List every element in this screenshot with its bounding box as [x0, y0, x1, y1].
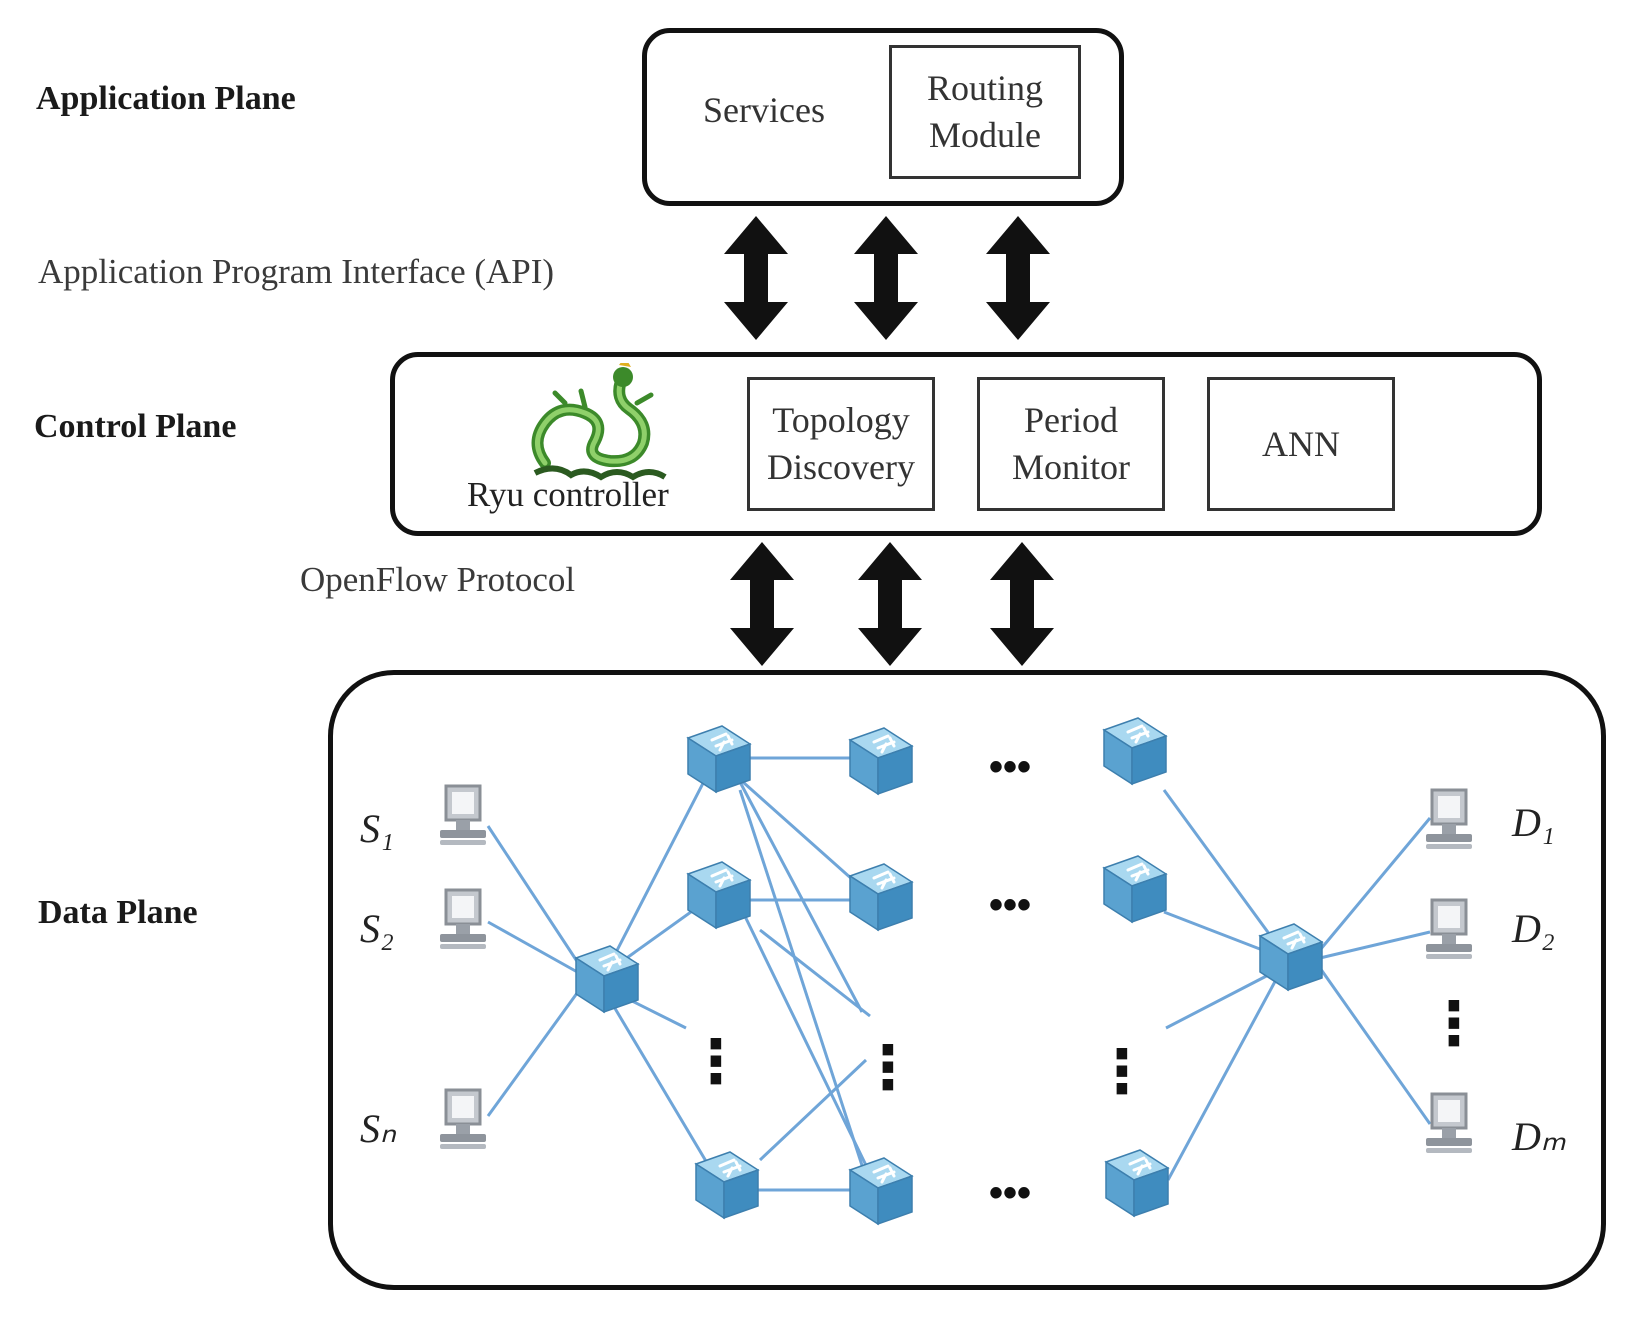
routing-module-line1: Routing [926, 68, 1043, 109]
destination-label-1: D₁ [1511, 800, 1555, 845]
openflow-arrow-3 [990, 542, 1054, 666]
data-plane-box [328, 670, 1606, 1290]
monitor-line1: Period [1023, 400, 1118, 441]
period-monitor-box: Period Monitor [977, 377, 1165, 511]
api-arrow-2 [854, 216, 918, 340]
ann-label: ANN [1262, 423, 1340, 464]
api-label: Application Program Interface (API) [38, 252, 555, 291]
link [1166, 975, 1280, 1181]
topology-line1: Topology [772, 400, 910, 441]
link [1318, 967, 1432, 1125]
switch-icon [848, 1156, 914, 1226]
links-group [486, 756, 1432, 1192]
topology-line2: Discovery [767, 447, 915, 487]
arrows-group [724, 216, 1054, 666]
link [608, 999, 718, 1179]
openflow-label: OpenFlow Protocol [300, 560, 576, 599]
destination-host-icon [1424, 898, 1474, 961]
source-host-icon [438, 1088, 488, 1151]
control-plane-label: Control Plane [34, 408, 237, 445]
link [486, 977, 590, 1117]
link [758, 1058, 868, 1162]
switches-group [574, 716, 1324, 1226]
link [487, 920, 589, 980]
link [738, 905, 880, 1191]
ellipsis-col3: ⋮ [1092, 1037, 1152, 1107]
data-plane-label: Data Plane [38, 894, 198, 931]
source-label-1: S₁ [360, 806, 394, 851]
api-arrow-3 [986, 216, 1050, 340]
ellipsis-destinations: ⋮ [1424, 989, 1484, 1059]
switch-icon [1104, 1148, 1170, 1218]
link [1319, 930, 1431, 960]
ellipsis-row3: ••• [989, 1171, 1031, 1215]
ryu-dragon-logo-icon [531, 363, 667, 481]
ryu-controller-label: Ryu controller [467, 475, 669, 514]
link [608, 757, 718, 965]
link [759, 928, 871, 1018]
ellipsis-col1: ⋮ [686, 1027, 746, 1097]
source-label-n: Sₙ [360, 1106, 397, 1151]
host-labels-group: S₁ S₂ Sₙ D₁ D₂ Dₘ [360, 800, 1566, 1159]
ellipsis-row1: ••• [989, 745, 1031, 789]
application-plane-label: Application Plane [36, 80, 296, 117]
switch-icon [1102, 716, 1168, 786]
link [738, 781, 864, 1013]
link [738, 789, 872, 1191]
switch-icon [848, 726, 914, 796]
link [486, 825, 590, 979]
source-host-icon [438, 784, 488, 847]
link [1165, 968, 1279, 1030]
switch-icon [686, 860, 752, 930]
source-label-2: S₂ [360, 906, 394, 951]
switch-icon [686, 724, 752, 794]
monitor-line2: Monitor [1011, 447, 1130, 487]
link [1318, 817, 1432, 951]
destination-label-2: D₂ [1511, 906, 1555, 951]
ann-box: ANN [1207, 377, 1395, 511]
routing-module-line2: Module [928, 115, 1041, 155]
destination-host-icon [1424, 788, 1474, 851]
api-arrow-1 [724, 216, 788, 340]
link [1163, 910, 1279, 958]
destination-host-icon [1424, 1092, 1474, 1155]
switch-icon [848, 862, 914, 932]
switch-icon [694, 1150, 760, 1220]
ellipsis-row2: ••• [989, 883, 1031, 927]
link [1162, 789, 1280, 947]
application-plane-box: Services Routing Module [642, 28, 1124, 206]
ellipses-group: ••• ••• ••• ⋮ ⋮ ⋮ ⋮ [686, 745, 1484, 1215]
source-host-icon [438, 888, 488, 951]
switch-icon [1102, 854, 1168, 924]
topology-discovery-box: Topology Discovery [747, 377, 935, 511]
ellipsis-col2: ⋮ [858, 1033, 918, 1103]
services-label: Services [703, 90, 825, 130]
openflow-arrow-1 [730, 542, 794, 666]
routing-module-box: Routing Module [889, 45, 1081, 179]
openflow-arrow-2 [858, 542, 922, 666]
switch-icon [1258, 922, 1324, 992]
control-plane-box: Ryu controller Topology Discovery Period… [390, 352, 1542, 536]
destination-label-m: Dₘ [1511, 1114, 1566, 1159]
